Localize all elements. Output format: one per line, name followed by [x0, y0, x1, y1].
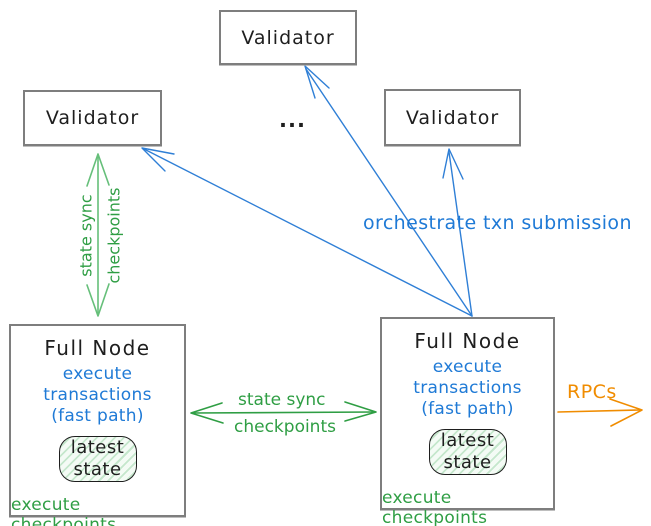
fast-path-line: (fast path) [51, 406, 144, 426]
state-sync-vertical-label-line1: state sync [76, 194, 96, 277]
latest-state-box: latest state [428, 429, 507, 475]
execute-checkpoints-label: execute checkpoints [11, 495, 117, 526]
latest-state-line2: state [443, 452, 492, 473]
node-validator-right: Validator [384, 89, 521, 146]
node-full-node-left: Full Node execute transactions (fast pat… [9, 324, 186, 526]
latest-state-box: latest state [58, 436, 137, 482]
validator-left-label: Validator [45, 107, 140, 129]
orchestrate-txn-submission-label: orchestrate txn submission [363, 212, 632, 234]
state-sync-horizontal-label-line1: state sync [238, 390, 326, 410]
arrow-rpcs [557, 398, 643, 427]
validator-top-label: Validator [241, 26, 335, 49]
node-full-node-right: Full Node execute transactions (fast pat… [380, 317, 555, 526]
latest-state-line2: state [73, 459, 122, 480]
state-sync-horizontal-label-line2: checkpoints [234, 417, 336, 437]
full-node-exec-transactions: execute transactions (fast path) [11, 364, 184, 427]
full-node-exec-transactions: execute transactions (fast path) [382, 357, 553, 420]
full-node-title: Full Node [44, 336, 151, 360]
fast-path-line: (fast path) [421, 399, 514, 419]
exec-transactions-line: execute transactions [413, 357, 522, 398]
full-node-title: Full Node [414, 329, 521, 353]
arrow-state-sync-vertical [86, 153, 110, 317]
node-validator-top: Validator [219, 10, 357, 65]
exec-transactions-line: execute transactions [43, 364, 152, 405]
arrow-orchestrate-to-top-validator [304, 65, 473, 317]
validator-right-label: Validator [405, 106, 500, 129]
state-sync-vertical-label-line2: checkpoints [104, 187, 124, 284]
latest-state-line1: latest [440, 430, 495, 451]
arrow-state-sync-horizontal [190, 401, 377, 424]
arrow-orchestrate-to-left-validator [141, 147, 473, 317]
rpcs-label: RPCs [567, 381, 617, 403]
latest-state-line1: latest [70, 437, 125, 458]
arrow-orchestrate-to-right-validator [442, 148, 473, 317]
node-validator-left: Validator [23, 90, 162, 146]
validators-ellipsis: ... [279, 108, 306, 132]
execute-checkpoints-label: execute checkpoints [382, 488, 488, 526]
